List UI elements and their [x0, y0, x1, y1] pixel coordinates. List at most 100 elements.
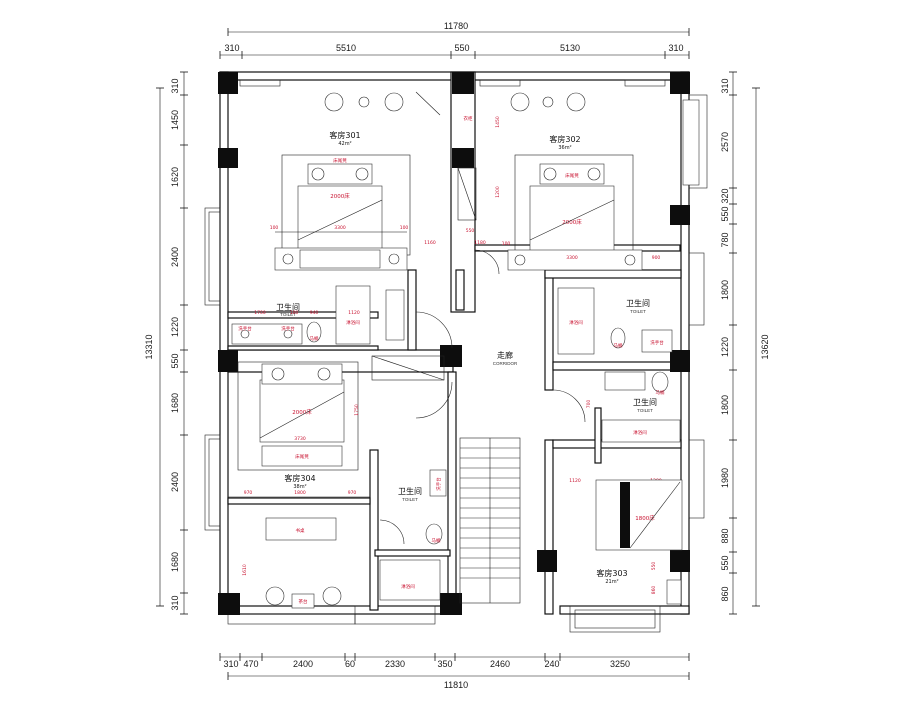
bottom-dim-6: 2460 [490, 659, 510, 669]
left-dim-7: 2400 [170, 472, 180, 492]
bottom-dim-1: 470 [243, 659, 258, 669]
left-dim-6: 1680 [170, 393, 180, 413]
bottom-dim-7: 240 [544, 659, 559, 669]
room-303: 1120 1280 1800床 客房303 21m² 550 860 [569, 478, 683, 605]
dim-970-a: 970 [244, 490, 253, 496]
right-dim-3: 320 [720, 188, 730, 203]
room-304: 2000床 3730 1750 床尾凳 客房304 38m² 970 1800 … [228, 361, 370, 609]
dim-1120-b: 1120 [569, 478, 581, 484]
desk-label: 书桌 [296, 527, 305, 534]
left-dim-1: 1450 [170, 110, 180, 130]
right-dim-8: 1980 [720, 468, 730, 488]
dim-900: 900 [652, 255, 661, 261]
wc2-en: TOILET [402, 497, 418, 502]
left-total-dim: 13310 [144, 334, 154, 359]
room-303-name: 客房303 [596, 568, 627, 578]
wardrobe-label: 衣柜 [464, 115, 473, 122]
toilet-label-4: 马桶 [656, 389, 665, 396]
structural-columns [218, 72, 690, 615]
left-dim-4: 1220 [170, 317, 180, 337]
dim-700: 700 [586, 400, 592, 409]
corridor: 走廊 CORRIDOR [371, 350, 518, 381]
room-304-name: 客房304 [284, 473, 315, 483]
corridor-name: 走廊 [497, 350, 513, 360]
top-dim-3: 5130 [560, 43, 580, 53]
bed-label-303: 1800床 [635, 514, 655, 522]
right-dim-10: 550 [720, 555, 730, 570]
top-dimensions: 11780 310 5510 550 5130 310 [219, 21, 690, 59]
wc4-name: 卫生间 [633, 397, 657, 407]
bottom-dim-5: 350 [437, 659, 452, 669]
dim-3300-a: 3300 [334, 225, 346, 231]
wc4-en: TOILET [637, 408, 653, 413]
shower-label-3: 淋浴间 [569, 319, 583, 326]
bottom-dim-4: 2330 [385, 659, 405, 669]
top-dim-1: 5510 [336, 43, 356, 53]
top-dim-0: 310 [224, 43, 239, 53]
wc3-en: TOILET [630, 309, 646, 314]
basin-label-4: 洗手台 [650, 339, 664, 346]
right-dim-1: 2570 [720, 132, 730, 152]
toilet-label-1: 马桶 [310, 335, 319, 342]
wc3-name: 卫生间 [626, 298, 650, 308]
bottom-dim-0: 310 [223, 659, 238, 669]
corridor-en: CORRIDOR [493, 361, 518, 366]
basin-label-2: 洗手台 [281, 325, 295, 332]
wc-303: 卫生间 TOILET 淋浴间 马桶 700 [586, 371, 681, 443]
toilet-label-2: 马桶 [432, 537, 441, 544]
wc-302: 卫生间 TOILET 淋浴间 马桶 洗手台 [557, 287, 673, 355]
dim-1700: 1700 [254, 310, 266, 316]
dim-1160: 1160 [424, 240, 436, 246]
room-304-area: 38m² [293, 484, 306, 490]
dim-860: 860 [651, 586, 657, 595]
bottom-dim-2: 2400 [293, 659, 313, 669]
toilet-label-3: 马桶 [614, 342, 623, 349]
room-302-area: 36m² [558, 145, 571, 151]
dim-1800: 1800 [294, 490, 306, 496]
right-total-dim: 13620 [760, 334, 770, 359]
bed-label-301: 2000床 [330, 192, 350, 200]
left-dimensions: 13310 310 1450 1620 2400 1220 550 1680 2… [144, 71, 188, 615]
bottom-dim-8: 3250 [610, 659, 630, 669]
window-strips [239, 79, 666, 87]
room-301-area: 42m² [338, 141, 351, 147]
top-dim-4: 310 [668, 43, 683, 53]
wc-304: 卫生间 TOILET 洗手台 马桶 淋浴间 [379, 469, 447, 601]
dim-970-b: 970 [348, 490, 357, 496]
dim-100-a: 100 [270, 225, 279, 231]
tea-label: 茶台 [299, 598, 308, 605]
wc1-en: TOILET [280, 312, 296, 317]
left-dim-3: 2400 [170, 247, 180, 267]
dim-940: 940 [310, 310, 319, 316]
shower-label-1: 淋浴间 [346, 319, 360, 326]
left-dim-2: 1620 [170, 167, 180, 187]
bottom-dim-3: 60 [345, 659, 355, 669]
right-dim-0: 310 [720, 78, 730, 93]
basin-label-3: 洗手台 [435, 477, 442, 491]
room-301-name: 客房301 [329, 130, 360, 140]
right-dim-6: 1220 [720, 337, 730, 357]
dim-100-d: 100 [290, 310, 299, 316]
bedside-label-304: 床尾凳 [295, 453, 309, 460]
right-dim-5: 1800 [720, 280, 730, 300]
dim-1200: 1200 [495, 186, 501, 198]
right-dim-9: 880 [720, 528, 730, 543]
wc1-name: 卫生间 [276, 302, 300, 312]
wardrobe-301: 550 1450 1200 1180 衣柜 [457, 115, 501, 246]
right-dim-7: 1800 [720, 395, 730, 415]
left-dim-8: 1680 [170, 552, 180, 572]
wc2-name: 卫生间 [398, 486, 422, 496]
dim-550-a: 550 [466, 228, 475, 234]
top-total-dim: 11780 [444, 21, 468, 31]
basin-label-1: 洗手台 [238, 325, 252, 332]
stairs [459, 437, 521, 604]
room-302: 客房302 36m² 床尾凳 2000床 100 3300 900 [502, 92, 700, 271]
right-dim-2: 550 [720, 206, 730, 221]
bedside-label-301: 床尾凳 [333, 157, 347, 164]
dim-100-b: 100 [400, 225, 409, 231]
dim-1610: 1610 [242, 564, 248, 576]
right-dim-4: 780 [720, 232, 730, 247]
room-303-area: 21m² [605, 579, 618, 585]
dim-1450: 1450 [495, 116, 501, 128]
